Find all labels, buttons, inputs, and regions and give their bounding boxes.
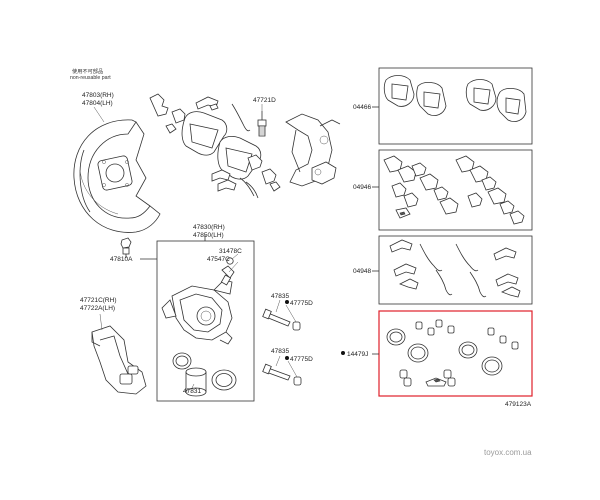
kit-box-04948	[372, 235, 533, 305]
label-47775D-upper: 47775D	[285, 300, 313, 308]
label-caliper-assembly: 47830(RH) 47850(LH)	[193, 224, 225, 239]
piston-boot	[211, 369, 237, 391]
dust-shield	[73, 119, 161, 233]
caliper-assembly-box	[156, 235, 255, 402]
center-pad-set	[149, 93, 281, 199]
non-reusable-en: non-reusable part	[70, 75, 111, 81]
non-reusable-jp: 使用不可部品	[72, 69, 104, 75]
label-47810A: 47810A	[110, 256, 133, 263]
seal-kit-14479J	[372, 310, 533, 397]
label-47547C: 47547C	[207, 256, 230, 263]
label-04946: 04946	[353, 184, 372, 191]
bolt-47721D	[257, 111, 267, 137]
leader-lines	[93, 104, 298, 389]
non-reusable-dot-icon	[285, 300, 289, 304]
caliper-body	[161, 279, 233, 345]
label-14479J: 14479J	[341, 351, 368, 359]
non-reusable-note: 使用不可部品 non-reusable part	[70, 69, 111, 81]
label-04466: 04466	[353, 104, 372, 111]
watermark: toyox.com.ua	[484, 448, 532, 457]
bleeder-screw	[226, 257, 234, 265]
label-47835-upper: 47835	[271, 293, 290, 300]
label-47775D-lower: 47775D	[285, 356, 313, 364]
piston-seal	[172, 352, 192, 370]
mounting-bracket	[285, 113, 341, 187]
label-47835-lower: 47835	[271, 348, 290, 355]
label-dust-shield: 47803(RH) 47804(LH)	[82, 92, 114, 107]
torque-plate	[91, 325, 147, 395]
piston-47831	[185, 367, 207, 397]
label-47721D: 47721D	[253, 97, 276, 104]
pin-boot-upper	[292, 321, 301, 331]
non-reusable-dot-icon	[285, 356, 289, 360]
label-04948: 04948	[353, 268, 372, 275]
bleeder-plug	[220, 265, 235, 286]
slide-pin-lower	[262, 363, 291, 381]
non-reusable-dot-icon	[341, 351, 345, 355]
kit-box-04466	[372, 67, 533, 145]
drawing-number: 479123A	[505, 401, 532, 408]
kit-box-04946	[372, 149, 533, 231]
pin-boot-lower	[293, 376, 302, 386]
slide-pin-upper	[262, 308, 291, 327]
bolt-47810A	[120, 237, 157, 260]
label-torque-plate: 47721C(RH) 47722A(LH)	[80, 297, 117, 312]
label-47831: 47831	[183, 388, 202, 395]
label-31478C: 31478C	[219, 248, 242, 255]
